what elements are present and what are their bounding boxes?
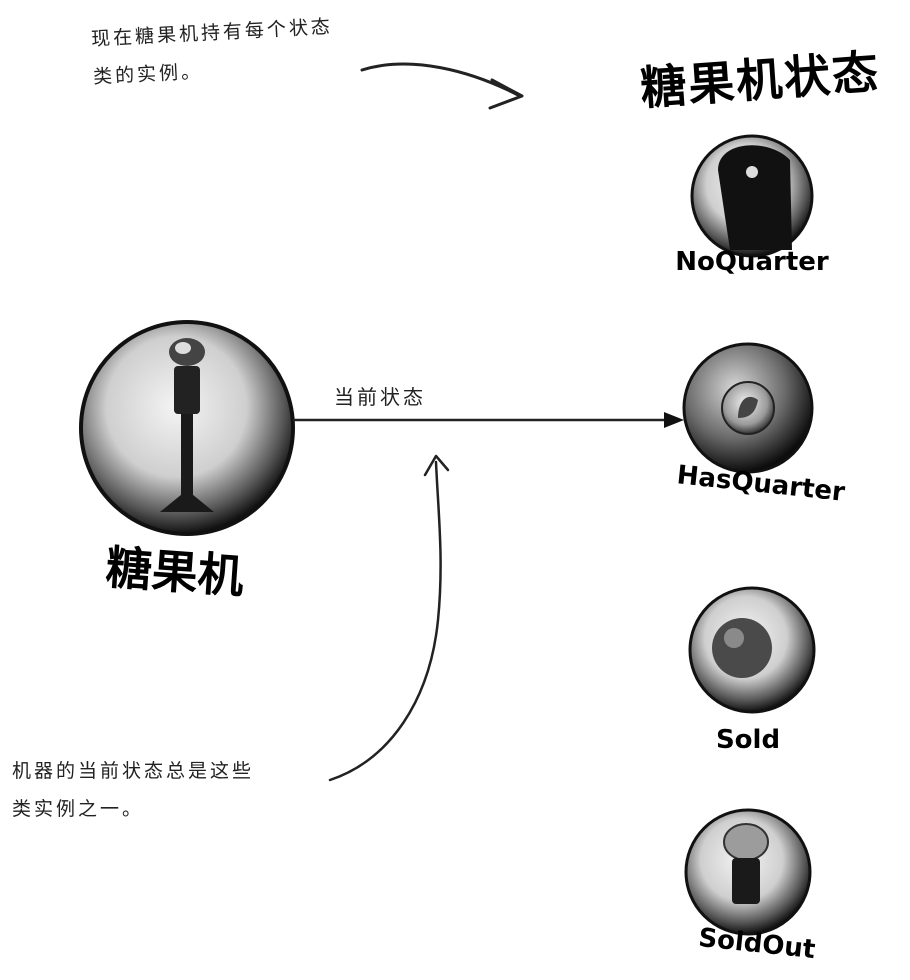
state-label-sold: Sold <box>716 725 780 755</box>
bottom-note: 机器的当前状态总是这些 类实例之一。 <box>12 752 254 828</box>
top-note-arrow <box>362 64 520 96</box>
gumball-icon <box>690 588 814 712</box>
empty-machine-icon <box>686 810 810 934</box>
gumball-machine-icon <box>81 322 293 534</box>
quarter-coin-icon <box>684 344 812 472</box>
state-label-noquarter: NoQuarter <box>675 247 829 277</box>
bottom-note-line1: 机器的当前状态总是这些 <box>12 752 254 790</box>
bottom-note-arrow <box>330 462 441 780</box>
hand-silhouette-icon <box>692 136 812 256</box>
bottom-note-line2: 类实例之一。 <box>12 790 254 828</box>
state-label-soldout: SoldOut <box>697 923 817 965</box>
top-note: 现在糖果机持有每个状态 类的实例。 <box>90 8 336 97</box>
current-state-label: 当前状态 <box>334 378 426 416</box>
machine-label: 糖果机 <box>104 531 246 606</box>
current-state-arrow-head <box>664 412 684 428</box>
